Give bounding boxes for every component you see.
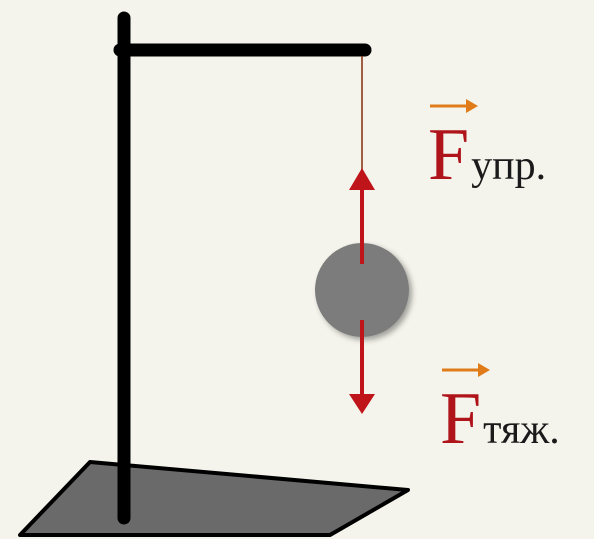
elastic-force-label: F упр. — [428, 99, 547, 192]
elastic-force-symbol: F — [428, 114, 470, 196]
gravity-force-arrow — [349, 320, 375, 414]
right-arrow-icon — [442, 363, 490, 377]
elastic-force-arrow — [349, 168, 375, 264]
gravity-force-subscript: тяж. — [483, 407, 560, 453]
stand-base — [18, 460, 410, 537]
ball — [315, 243, 409, 337]
gravity-force-label: F тяж. — [440, 363, 560, 456]
gravity-force-symbol: F — [440, 378, 482, 460]
right-arrow-icon — [430, 99, 478, 113]
elastic-force-subscript: упр. — [471, 143, 547, 189]
